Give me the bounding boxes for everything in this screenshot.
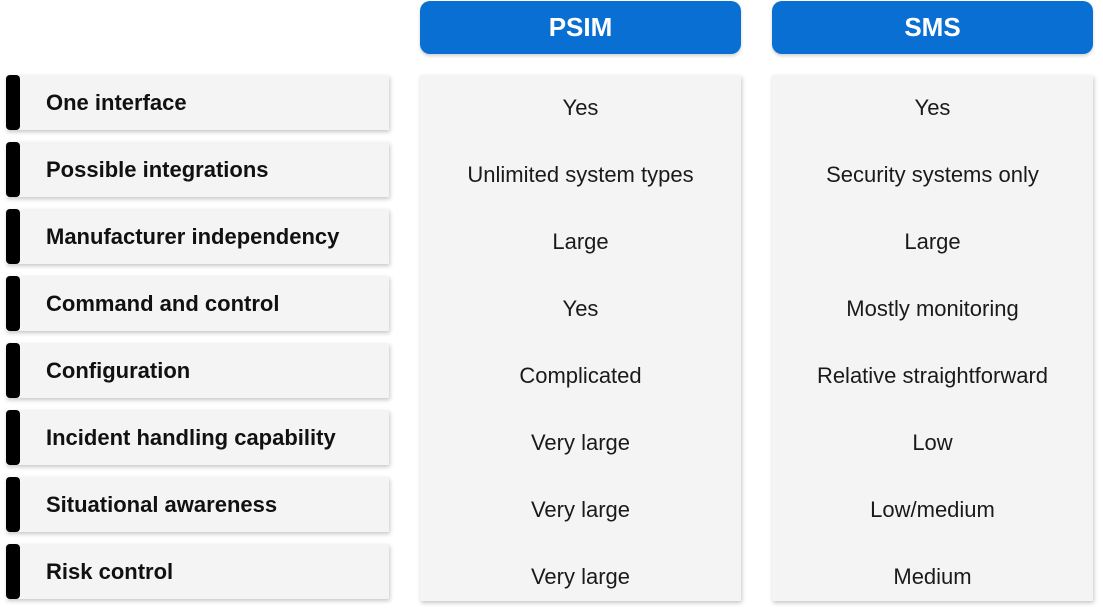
row-label-text: One interface — [46, 89, 187, 115]
row-marker-bar — [6, 477, 20, 532]
row-label-incident-handling: Incident handling capability — [6, 410, 389, 465]
row-label-command-and-control: Command and control — [6, 276, 389, 331]
row-label-possible-integrations: Possible integrations — [6, 142, 389, 197]
psim-cell-situational-awareness: Very large — [530, 496, 631, 522]
sms-cell-risk-control: Medium — [893, 563, 972, 589]
psim-cell-manufacturer-independency: Large — [552, 228, 609, 254]
sms-cell-possible-integrations: Security systems only — [826, 161, 1039, 187]
sms-cell-situational-awareness: Low/medium — [870, 496, 995, 522]
row-label-text: Risk control — [46, 558, 174, 584]
row-label-text: Command and control — [46, 290, 280, 316]
row-marker-bar — [6, 209, 20, 264]
sms-cell-incident-handling: Low — [912, 429, 953, 455]
psim-cell-possible-integrations: Unlimited system types — [467, 161, 694, 187]
row-label-risk-control: Risk control — [6, 544, 389, 599]
row-marker-bar — [6, 75, 20, 130]
row-marker-bar — [6, 142, 20, 197]
sms-column-header: SMS — [772, 1, 1093, 54]
psim-column-header: PSIM — [420, 1, 741, 54]
sms-cell-command-and-control: Mostly monitoring — [846, 295, 1019, 321]
row-label-situational-awareness: Situational awareness — [6, 477, 389, 532]
row-marker-bar — [6, 276, 20, 331]
sms-column-header-label: SMS — [904, 12, 961, 42]
psim-cell-risk-control: Very large — [530, 563, 631, 589]
row-marker-bar — [6, 343, 20, 398]
row-label-text: Situational awareness — [46, 491, 278, 517]
psim-column-panel: Yes Unlimited system types Large Yes Com… — [420, 75, 741, 601]
psim-cell-configuration: Complicated — [519, 362, 642, 388]
row-label-configuration: Configuration — [6, 343, 389, 398]
psim-cell-one-interface: Yes — [562, 94, 599, 120]
row-label-one-interface: One interface — [6, 75, 389, 130]
sms-cell-configuration: Relative straightforward — [816, 362, 1049, 388]
row-label-text: Possible integrations — [46, 156, 269, 182]
sms-column-panel: Yes Security systems only Large Mostly m… — [772, 75, 1093, 601]
row-label-text: Configuration — [46, 357, 191, 383]
row-marker-bar — [6, 544, 20, 599]
psim-cell-command-and-control: Yes — [562, 295, 599, 321]
sms-cell-one-interface: Yes — [914, 94, 951, 120]
row-marker-bar — [6, 410, 20, 465]
row-label-text: Incident handling capability — [46, 424, 336, 450]
sms-cell-manufacturer-independency: Large — [904, 228, 961, 254]
row-label-text: Manufacturer independency — [46, 223, 340, 249]
psim-column-header-label: PSIM — [548, 12, 613, 42]
row-label-manufacturer-independency: Manufacturer independency — [6, 209, 389, 264]
psim-cell-incident-handling: Very large — [530, 429, 631, 455]
